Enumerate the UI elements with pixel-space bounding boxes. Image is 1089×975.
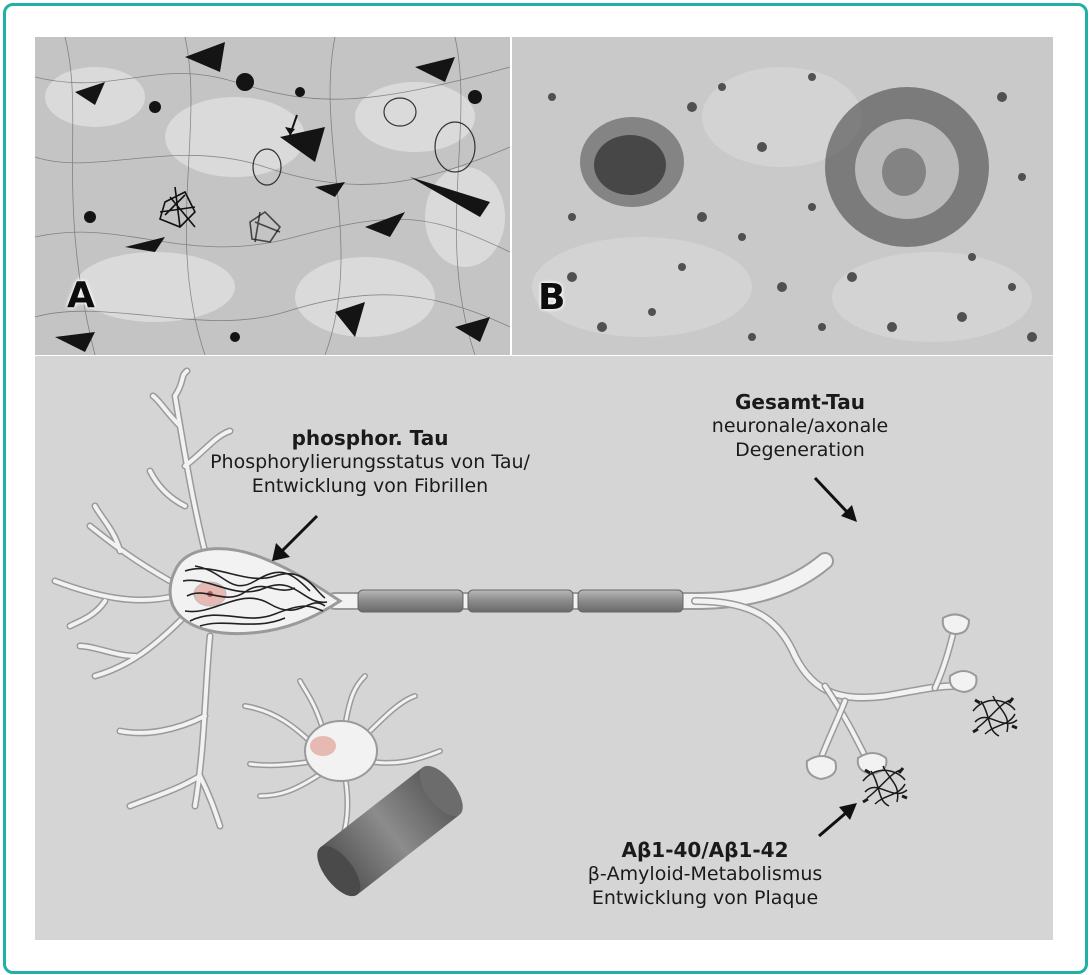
gesamt-tau-title: Gesamt-Tau <box>675 390 925 414</box>
micrograph-panel-a: A <box>35 37 510 355</box>
arrow-gesamt-tau <box>815 478 857 522</box>
arrow-phosphor-tau <box>272 516 317 561</box>
label-phosphor-tau: phosphor. Tau Phosphorylierungsstatus vo… <box>210 426 530 498</box>
gesamt-tau-line2: Degeneration <box>675 438 925 462</box>
panel-b-letter: B <box>538 277 565 318</box>
panel-a-letter: A <box>67 275 95 316</box>
label-abeta: Aβ1-40/Aβ1-42 β-Amyloid-Metabolismus Ent… <box>560 838 850 910</box>
phosphor-tau-line1: Phosphorylierungsstatus von Tau/ <box>210 450 530 474</box>
amyloid-plaques <box>863 696 1017 806</box>
gesamt-tau-line1: neuronale/axonale <box>675 414 925 438</box>
myelin-sheath <box>358 590 683 612</box>
abeta-title: Aβ1-40/Aβ1-42 <box>560 838 850 862</box>
micrograph-a-image <box>35 37 510 355</box>
phosphor-tau-line2: Entwicklung von Fibrillen <box>210 474 530 498</box>
micrograph-b-image <box>512 37 1053 355</box>
micrograph-panel-b: B <box>512 37 1053 355</box>
neuron-diagram: phosphor. Tau Phosphorylierungsstatus vo… <box>35 356 1053 940</box>
abeta-line1: β-Amyloid-Metabolismus <box>560 862 850 886</box>
arrows <box>272 478 857 836</box>
phosphor-tau-title: phosphor. Tau <box>210 426 530 450</box>
arrow-abeta <box>819 803 857 836</box>
abeta-line2: Entwicklung von Plaque <box>560 886 850 910</box>
label-gesamt-tau: Gesamt-Tau neuronale/axonale Degeneratio… <box>675 390 925 462</box>
